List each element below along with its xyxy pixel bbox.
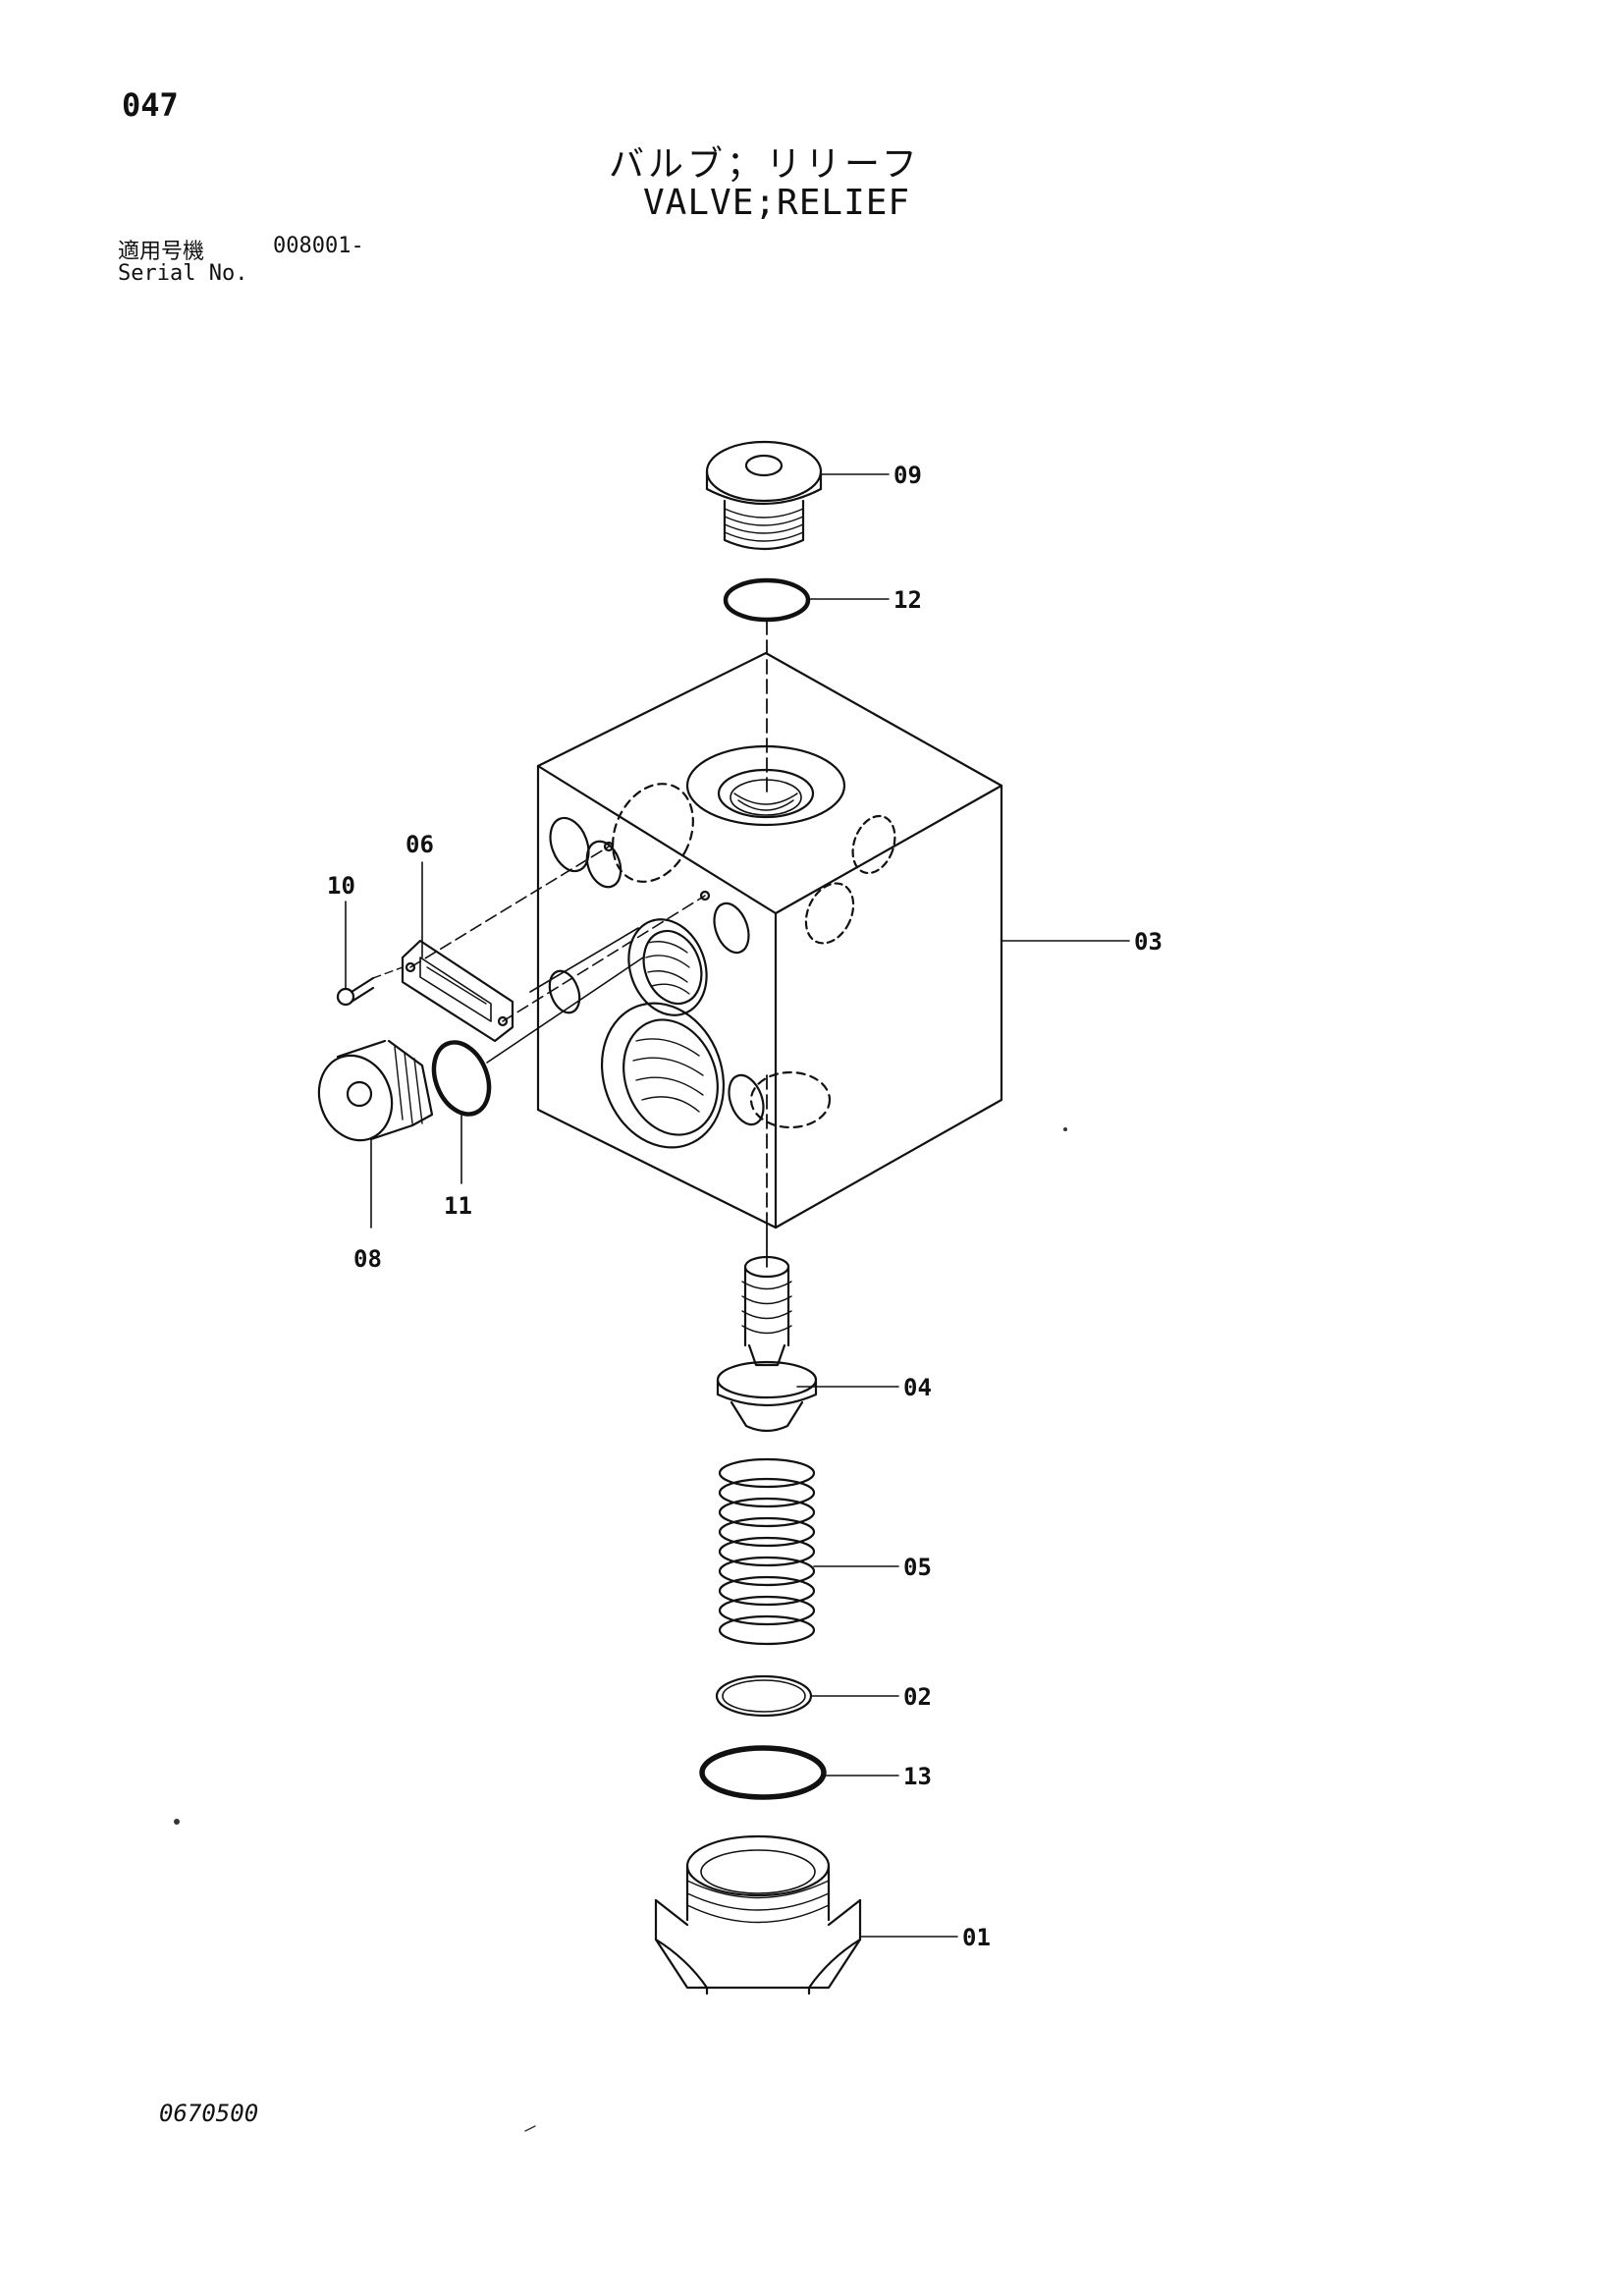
part-11-side-o-ring [431, 1040, 492, 1117]
label-12: 12 [893, 586, 922, 614]
part-08-side-plug [317, 1039, 434, 1142]
label-09: 09 [893, 462, 922, 489]
label-05: 05 [903, 1554, 932, 1581]
part-01-hex-plug [654, 1834, 862, 1995]
part-02-ring [715, 1674, 813, 1718]
part-04-poppet [716, 1255, 818, 1433]
label-08: 08 [353, 1245, 382, 1273]
part-labels: 09 12 03 06 10 11 08 04 05 02 13 01 [327, 462, 1163, 1951]
label-01: 01 [962, 1924, 991, 1951]
serial-number-value: 008001- [273, 234, 364, 258]
label-11: 11 [444, 1192, 472, 1220]
serial-label-english: Serial No. [118, 261, 248, 286]
leader-lines [345, 473, 1130, 1938]
part-12-top-o-ring [723, 577, 811, 623]
title-japanese: バルブ；リリーフ [609, 144, 921, 185]
part-09-top-plug [705, 440, 823, 551]
page-number: 047 [122, 86, 179, 124]
title-english: VALVE;RELIEF [643, 183, 911, 223]
serial-label-japanese: 適用号機 [118, 240, 205, 264]
leader-nameplate-1 [409, 846, 610, 968]
label-13: 13 [903, 1763, 932, 1790]
leader-o-ring-port [486, 957, 644, 1064]
scan-specks [174, 1127, 1067, 2132]
label-04: 04 [903, 1374, 932, 1401]
label-06: 06 [406, 831, 434, 858]
drawing-number: 0670500 [159, 2100, 259, 2127]
part-06-nameplate [401, 939, 514, 1043]
label-02: 02 [903, 1683, 932, 1711]
part-05-spring [718, 1457, 816, 1646]
leader-port-upper [529, 927, 639, 993]
part-03-valve-block [536, 651, 1003, 1230]
part-10-screw [336, 966, 404, 1007]
label-03: 03 [1134, 928, 1163, 956]
part-13-bottom-o-ring [699, 1745, 827, 1800]
leader-nameplate-2 [502, 895, 706, 1022]
label-10: 10 [327, 872, 355, 900]
